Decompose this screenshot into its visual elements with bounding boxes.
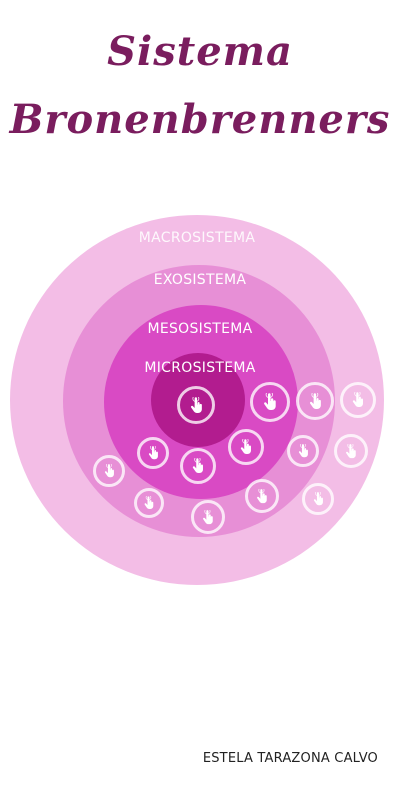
hand-pointer-icon <box>191 458 205 474</box>
hotspot-button[interactable] <box>245 479 279 513</box>
title-line-2: Bronenbrenners <box>9 96 391 143</box>
hotspot-button[interactable] <box>250 382 290 422</box>
hotspot-button[interactable] <box>340 382 376 418</box>
hotspot-button[interactable] <box>134 488 164 518</box>
hand-pointer-icon <box>297 444 310 458</box>
hand-pointer-icon <box>344 443 358 459</box>
hand-pointer-icon <box>262 393 278 411</box>
hotspot-button[interactable] <box>93 455 125 487</box>
hotspot-button[interactable] <box>287 435 319 467</box>
hotspot-button[interactable] <box>137 437 169 469</box>
macrosystem-label: MACROSISTEMA <box>138 230 256 246</box>
hand-pointer-icon <box>103 464 116 478</box>
title-line-1: Sistema <box>107 28 293 75</box>
hand-pointer-icon <box>351 392 365 408</box>
hand-pointer-icon <box>239 439 253 455</box>
author-credit: ESTELA TARAZONA CALVO <box>202 751 378 766</box>
hand-pointer-icon <box>147 446 160 460</box>
mesosystem-label: MESOSISTEMA <box>147 321 253 337</box>
hand-pointer-icon <box>189 396 204 414</box>
hotspot-button[interactable] <box>177 386 215 424</box>
hand-pointer-icon <box>143 496 155 510</box>
hand-pointer-icon <box>312 492 325 506</box>
hand-pointer-icon <box>308 392 323 410</box>
hand-pointer-icon <box>201 509 215 525</box>
hand-pointer-icon <box>255 488 269 504</box>
hotspot-button[interactable] <box>334 434 368 468</box>
hotspot-button[interactable] <box>180 448 216 484</box>
hotspot-button[interactable] <box>296 382 334 420</box>
exosystem-label: EXOSISTEMA <box>153 272 247 288</box>
hotspot-button[interactable] <box>228 429 264 465</box>
hotspot-button[interactable] <box>302 483 334 515</box>
hotspot-button[interactable] <box>191 500 225 534</box>
microsystem-label: MICROSISTEMA <box>144 360 256 376</box>
